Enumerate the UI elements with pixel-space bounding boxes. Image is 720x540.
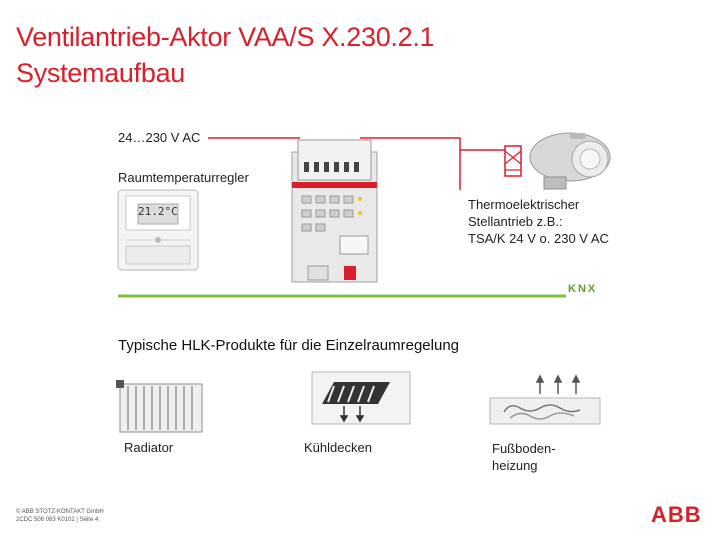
chilled-ceiling-icon: [311, 371, 411, 425]
floor-heating-icon: [489, 374, 601, 425]
thermal-actuator-icon: [529, 132, 611, 190]
supply-voltage-label: 24…230 V AC: [118, 130, 201, 145]
valve-drive-actuator-icon: [291, 139, 378, 283]
product-label-chilled-ceiling: Kühldecken: [304, 440, 372, 455]
abb-logo-icon: [650, 502, 706, 524]
knx-logo-text: KNX: [568, 283, 598, 295]
page-subtitle: Systemaufbau: [16, 58, 185, 88]
abb-logo-text: ABB: [651, 502, 702, 527]
controller-display-text: 21.2°C: [138, 205, 178, 218]
wiring: [118, 137, 600, 298]
actuator-symbol-icon: [504, 145, 522, 177]
thermal-actuator-label: Thermoelektrischer Stellantrieb z.B.: TS…: [468, 197, 609, 246]
radiator-icon: [116, 380, 203, 433]
footer-copyright: © ABB STOTZ-KONTAKT GmbH 2CDC 508 083 K0…: [16, 509, 104, 523]
actuator-line: [360, 137, 461, 190]
product-label-floor-heating: Fußboden- heizung: [492, 441, 556, 473]
section-heading: Typische HLK-Produkte für die Einzelraum…: [118, 337, 460, 354]
page-title: Ventilantrieb-Aktor VAA/S X.230.2.1: [16, 22, 435, 52]
knx-logo-icon: [566, 284, 602, 298]
room-controller-icon: [117, 189, 199, 271]
product-label-radiator: Radiator: [124, 440, 174, 455]
room-controller-label: Raumtemperaturregler: [118, 170, 249, 185]
